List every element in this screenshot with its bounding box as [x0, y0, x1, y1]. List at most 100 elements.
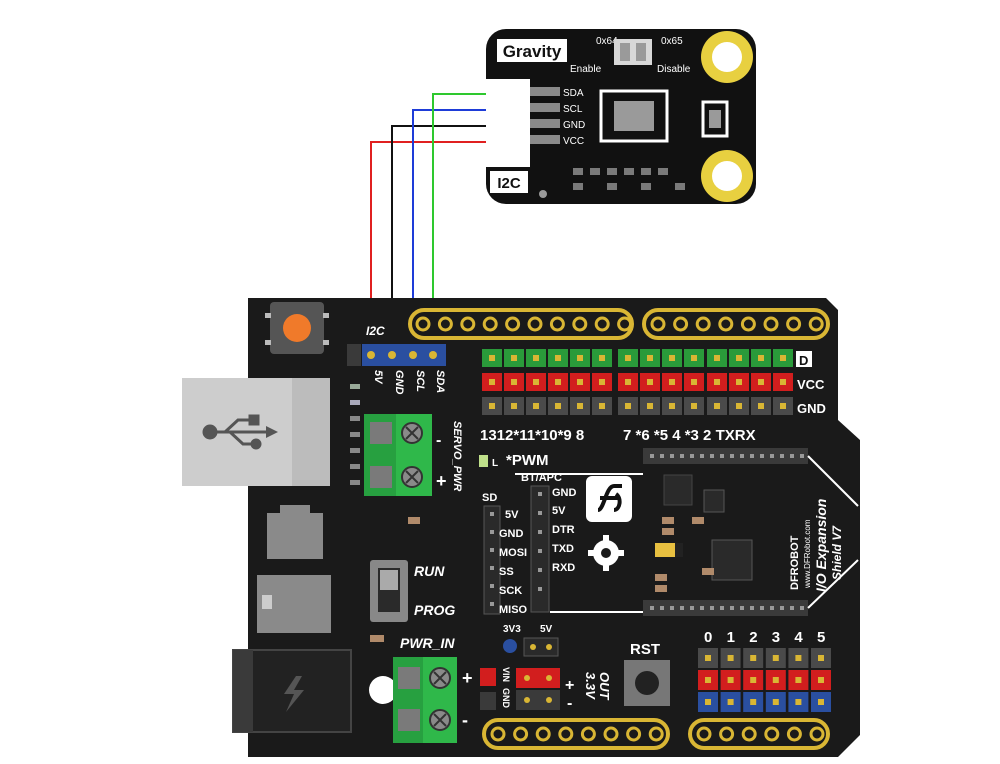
- header-pin: [437, 316, 453, 332]
- gnd-label: GND: [501, 688, 511, 709]
- disable-label: Disable: [657, 64, 691, 75]
- pin-contact: [758, 403, 764, 409]
- inner-pin: [730, 606, 734, 610]
- led-l: [479, 455, 488, 467]
- header-pin: [505, 316, 521, 332]
- pin-contact: [691, 403, 697, 409]
- pin-contact: [599, 379, 605, 385]
- top-header-right[interactable]: [642, 308, 830, 340]
- header-pin: [741, 726, 757, 742]
- header-pin: [617, 316, 633, 332]
- pin-contact: [669, 379, 675, 385]
- pin-contact: [669, 403, 675, 409]
- analog-label: 4: [794, 629, 803, 646]
- chip-frame: [599, 89, 669, 143]
- sd-pin-miso: MISO: [499, 604, 528, 616]
- digital-labels-left: 1312*11*10*9 8: [480, 427, 584, 444]
- vin-label: VIN: [501, 667, 511, 682]
- svg-text:+: +: [462, 668, 473, 688]
- inner-pin: [730, 454, 734, 458]
- servo-power-terminal[interactable]: [364, 414, 432, 496]
- pin-contact: [555, 403, 561, 409]
- gravity-sensor-module: Gravity 0x64 0x65 Enable Disable SDA SCL…: [486, 29, 756, 204]
- smd-components: [539, 168, 685, 198]
- out-word-label: OUT: [597, 672, 612, 701]
- pin-contact: [714, 379, 720, 385]
- header-pin: [535, 726, 551, 742]
- inner-pin: [710, 454, 714, 458]
- header-pin: [594, 316, 610, 332]
- power-input-terminal[interactable]: [393, 657, 457, 743]
- pin-contact: [489, 355, 495, 361]
- bottom-header-left[interactable]: [482, 718, 670, 750]
- sd-pin-sck: SCK: [499, 585, 522, 597]
- i2c-pin-5v: 5V: [372, 370, 384, 385]
- gear-icon: [588, 535, 624, 571]
- prog-label: PROG: [414, 602, 455, 618]
- gnd-pin[interactable]: [480, 692, 496, 710]
- voltage-jumper[interactable]: [523, 637, 559, 657]
- pin-contact: [795, 655, 802, 661]
- inner-pin: [660, 606, 664, 610]
- inner-pin: [680, 454, 684, 458]
- bt-header[interactable]: [530, 485, 550, 613]
- inner-pin: [660, 454, 664, 458]
- pin-contact: [647, 355, 653, 361]
- addr-left-label: 0x64: [596, 36, 618, 47]
- gravity-label: Gravity: [503, 42, 562, 61]
- sensor-chip: [614, 101, 654, 131]
- pin-contact: [533, 355, 539, 361]
- pin-contact: [750, 655, 757, 661]
- pin-contact: [577, 355, 583, 361]
- regulator-chip: [711, 539, 753, 581]
- header-pin: [580, 726, 596, 742]
- sd-pin: [490, 530, 494, 534]
- inner-pin: [760, 454, 764, 458]
- inner-pin: [690, 606, 694, 610]
- header-pin: [786, 726, 802, 742]
- address-dip-switch[interactable]: [614, 39, 652, 65]
- jumper-3v3-label: 3V3: [503, 624, 521, 635]
- sd-header[interactable]: [483, 505, 501, 615]
- model-line-2: Shield V7: [830, 525, 844, 580]
- analog-pin-rows[interactable]: [698, 648, 831, 712]
- pin-contact: [577, 403, 583, 409]
- top-header-left[interactable]: [408, 308, 634, 340]
- bt-pin: [538, 511, 542, 515]
- bottom-header-right[interactable]: [688, 718, 830, 750]
- out-3v3-header[interactable]: [516, 668, 560, 710]
- header-pin: [786, 316, 802, 332]
- inner-pin: [770, 454, 774, 458]
- header-pin: [415, 316, 431, 332]
- vin-pin[interactable]: [480, 668, 496, 686]
- header-pin: [482, 316, 498, 332]
- voltage-regulator-1: [267, 513, 323, 559]
- pin-contact: [599, 355, 605, 361]
- pin-contact: [511, 355, 517, 361]
- reset-button-orange[interactable]: [283, 314, 311, 342]
- digital-pin-rows[interactable]: [482, 349, 793, 415]
- run-label: RUN: [414, 563, 445, 579]
- pin-contact: [647, 403, 653, 409]
- sensor-pin-vcc: VCC: [563, 136, 584, 147]
- pin-contact: [625, 355, 631, 361]
- pin-contact: [780, 355, 786, 361]
- inner-pin: [710, 606, 714, 610]
- inner-pin: [720, 606, 724, 610]
- header-pin: [572, 316, 588, 332]
- inner-pin: [800, 454, 804, 458]
- i2c-header[interactable]: [347, 344, 446, 366]
- jumper-3v3-pin[interactable]: [503, 639, 517, 653]
- bt-pin-rxd: RXD: [552, 562, 575, 574]
- rst-label: RST: [630, 641, 660, 658]
- header-pin: [549, 316, 565, 332]
- svg-text:-: -: [436, 432, 441, 449]
- sd-pin-mosi: MOSI: [499, 547, 527, 559]
- inner-pin: [750, 454, 754, 458]
- inner-pin: [680, 606, 684, 610]
- pin-contact: [795, 699, 802, 705]
- header-pin: [718, 316, 734, 332]
- header-pin: [695, 316, 711, 332]
